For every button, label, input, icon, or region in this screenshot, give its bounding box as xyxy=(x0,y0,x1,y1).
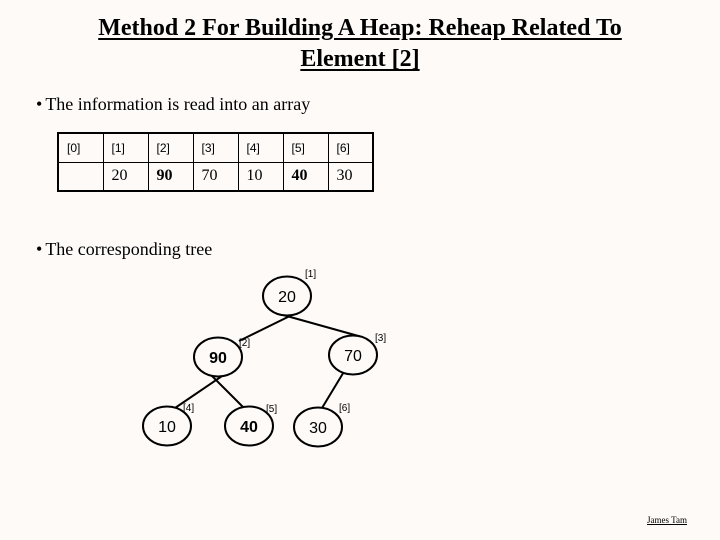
tree-edge-3-6 xyxy=(321,369,346,409)
tree-node-3 xyxy=(328,334,378,376)
tree-node-index-label-3: [3] xyxy=(375,333,386,344)
tree-node-index-label-5: [5] xyxy=(266,404,277,415)
tree-node-1 xyxy=(262,275,312,317)
tree-node-value-5: 40 xyxy=(240,419,258,436)
tree-edge-2-5 xyxy=(208,372,245,409)
array-value-cell: 90 xyxy=(147,161,194,192)
tree-node-5 xyxy=(224,405,274,447)
array-index-cell: [3] xyxy=(192,132,239,163)
tree-edge-1-3 xyxy=(275,312,363,338)
slide-title-line1: Method 2 For Building A Heap: Reheap Rel… xyxy=(98,15,622,41)
tree-node-2 xyxy=(193,336,243,378)
array-value-cell: 40 xyxy=(282,161,329,192)
array-value-cell: 30 xyxy=(327,161,374,192)
tree-node-index-label-2: [2] xyxy=(239,338,250,349)
array-value-cell: 70 xyxy=(192,161,239,192)
bullet-array-info: The information is read into an array xyxy=(36,93,310,115)
tree-node-value-4: 10 xyxy=(158,419,176,436)
tree-node-value-3: 70 xyxy=(344,348,362,365)
array-index-cell: [5] xyxy=(282,132,329,163)
footer-author: James Tam xyxy=(647,515,687,525)
slide-title-line2: Element [2] xyxy=(300,46,420,72)
bullet-corresponding-tree: The corresponding tree xyxy=(36,238,212,260)
array-table-header-row: [0][1][2][3][4][5][6] xyxy=(57,132,374,163)
array-value-cell: 10 xyxy=(237,161,284,192)
tree-node-value-6: 30 xyxy=(309,420,327,437)
array-index-cell: [0] xyxy=(57,132,104,163)
tree-edge-2-4 xyxy=(174,371,229,409)
tree-node-4 xyxy=(142,405,192,447)
array-value-cell: 20 xyxy=(102,161,149,192)
tree-node-index-label-1: [1] xyxy=(305,269,316,280)
array-index-cell: [1] xyxy=(102,132,149,163)
tree-node-value-2: 90 xyxy=(209,350,227,367)
tree-node-index-label-4: [4] xyxy=(183,403,194,414)
tree-node-6 xyxy=(293,406,343,448)
slide-title: Method 2 For Building A Heap: Reheap Rel… xyxy=(0,13,720,75)
tree-node-index-label-6: [6] xyxy=(339,403,350,414)
tree-node-value-1: 20 xyxy=(278,289,296,306)
array-value-cell xyxy=(57,161,104,192)
